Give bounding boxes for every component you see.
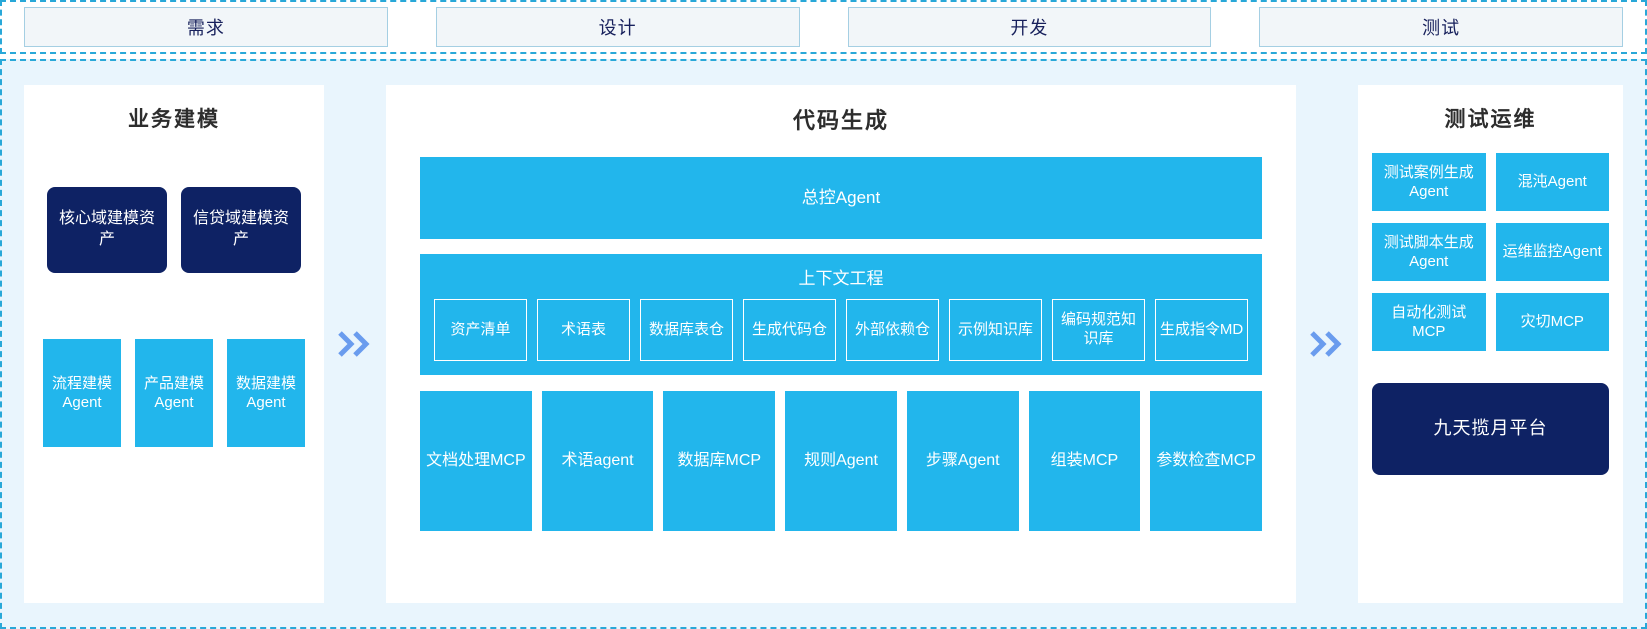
business-modeling-agents-row: 流程建模Agent 产品建模Agent 数据建模Agent [43,339,305,447]
context-engineering-items-row: 资产清单 术语表 数据库表仓 生成代码仓 外部依赖仓 [434,299,1248,361]
asset-card-credit-domain[interactable]: 信贷域建模资产 [181,187,301,273]
code-generation-tools-row: 文档处理MCP 术语agent 数据库MCP 规则Agent 步骤Agent [420,391,1263,531]
asset-card-label: 核心域建模资产 [58,210,155,248]
tool-card-assembly-mcp[interactable]: 组装MCP [1028,391,1141,531]
stage-item-requirements[interactable]: 需求 [24,7,388,47]
tool-card-label: 参数检查MCP [1156,451,1256,469]
panel-business-modeling: 业务建模 核心域建模资产 信贷域建模资产 流程建模Agent 产品建模Agent… [24,85,324,603]
context-item-label: 资产清单 [450,320,511,338]
tool-card-document-processing-mcp[interactable]: 文档处理MCP [420,391,532,531]
stage-label: 测试 [1422,18,1461,38]
panel-title-code-generation: 代码生成 [792,108,889,133]
tool-card-label: 步骤Agent [925,451,1000,469]
tool-card-label: 数据库MCP [677,451,762,469]
context-item-label: 示例知识库 [957,320,1033,338]
tool-card-step-agent[interactable]: 步骤Agent [906,391,1019,531]
stage-label: 设计 [598,18,637,38]
stage-label: 需求 [186,18,225,38]
agent-card-product-modeling[interactable]: 产品建模Agent [135,339,213,447]
test-ops-card-label: 自动化测试MCP [1391,303,1467,341]
agent-card-label: 流程建模Agent [51,374,112,412]
context-engineering-title: 上下文工程 [798,269,884,288]
context-item-label: 生成指令MD [1159,320,1244,338]
platform-card-jiutian-lanyue[interactable]: 九天揽月平台 [1372,383,1609,475]
agent-card-label: 产品建模Agent [143,374,204,412]
context-item-label: 生成代码仓 [751,320,827,338]
context-item-asset-list[interactable]: 资产清单 [434,299,527,361]
test-ops-card-label: 混沌Agent [1517,173,1587,191]
context-item-generated-code-repo[interactable]: 生成代码仓 [743,299,836,361]
test-ops-card-disaster-switch-mcp[interactable]: 灾切MCP [1495,293,1609,351]
agent-card-process-modeling[interactable]: 流程建模Agent [43,339,121,447]
stage-label: 开发 [1010,18,1049,38]
context-item-label: 编码规范知识库 [1060,311,1136,347]
tool-card-parameter-check-mcp[interactable]: 参数检查MCP [1150,391,1263,531]
test-ops-card-label: 灾切MCP [1520,313,1584,331]
stage-strip: 需求 设计 开发 测试 [0,0,1647,54]
tool-card-rule-agent[interactable]: 规则Agent [785,391,897,531]
double-chevron-right-icon [324,85,386,603]
test-ops-card-ops-monitoring-agent[interactable]: 运维监控Agent [1495,223,1609,281]
context-item-external-dependency-repo[interactable]: 外部依赖仓 [846,299,939,361]
test-ops-grid: 测试案例生成Agent 混沌Agent 测试脚本生成Agent 运维监控Agen… [1372,153,1609,351]
panel-title-business-modeling: 业务建模 [128,108,220,131]
platform-card-label: 九天揽月平台 [1433,418,1548,439]
context-item-generation-instruction-md[interactable]: 生成指令MD [1155,299,1248,361]
context-item-glossary[interactable]: 术语表 [537,299,630,361]
stage-item-design[interactable]: 设计 [435,7,800,47]
tool-card-label: 文档处理MCP [426,451,526,469]
panel-title-test-ops: 测试运维 [1444,108,1537,131]
asset-card-core-domain[interactable]: 核心域建模资产 [47,187,167,273]
test-ops-card-label: 运维监控Agent [1502,243,1602,261]
master-agent-label: 总控Agent [801,187,881,207]
agent-card-label: 数据建模Agent [235,374,296,412]
test-ops-card-test-case-generation-agent[interactable]: 测试案例生成Agent [1372,153,1486,211]
context-item-example-knowledge-base[interactable]: 示例知识库 [949,299,1042,361]
context-item-label: 外部依赖仓 [854,320,930,338]
test-ops-card-test-script-generation-agent[interactable]: 测试脚本生成Agent [1372,223,1486,281]
test-ops-card-automated-test-mcp[interactable]: 自动化测试MCP [1372,293,1486,351]
context-item-label: 术语表 [560,320,606,338]
tool-card-label: 组装MCP [1050,451,1119,469]
context-engineering-block: 上下文工程 资产清单 术语表 数据库表仓 生成代码仓 [420,254,1262,375]
panel-test-ops: 测试运维 测试案例生成Agent 混沌Agent 测试脚本生成Agent 运维监… [1358,85,1623,603]
test-ops-card-label: 测试脚本生成Agent [1383,233,1474,271]
asset-card-label: 信贷域建模资产 [192,210,289,248]
context-item-coding-standard-knowledge-base[interactable]: 编码规范知识库 [1052,299,1145,361]
master-agent-bar[interactable]: 总控Agent [420,157,1262,239]
context-item-label: 数据库表仓 [648,320,724,338]
tool-card-database-mcp[interactable]: 数据库MCP [663,391,776,531]
double-chevron-right-icon [1296,85,1358,603]
test-ops-card-label: 测试案例生成Agent [1383,163,1474,201]
panel-code-generation: 代码生成 总控Agent 上下文工程 资产清单 术语表 [386,85,1296,603]
stage-item-testing[interactable]: 测试 [1259,7,1623,47]
tool-card-label: 术语agent [561,451,634,469]
business-modeling-assets-row: 核心域建模资产 信贷域建模资产 [47,187,301,273]
tool-card-label: 规则Agent [804,451,878,469]
stage-item-development[interactable]: 开发 [847,7,1212,47]
context-item-db-table-repo[interactable]: 数据库表仓 [640,299,733,361]
main-content-strip: 业务建模 核心域建模资产 信贷域建模资产 流程建模Agent 产品建模Agent… [0,59,1647,629]
agent-card-data-modeling[interactable]: 数据建模Agent [227,339,305,447]
code-generation-body: 总控Agent 上下文工程 资产清单 术语表 数据库表仓 [400,157,1282,531]
test-ops-card-chaos-agent[interactable]: 混沌Agent [1495,153,1609,211]
tool-card-glossary-agent[interactable]: 术语agent [541,391,654,531]
